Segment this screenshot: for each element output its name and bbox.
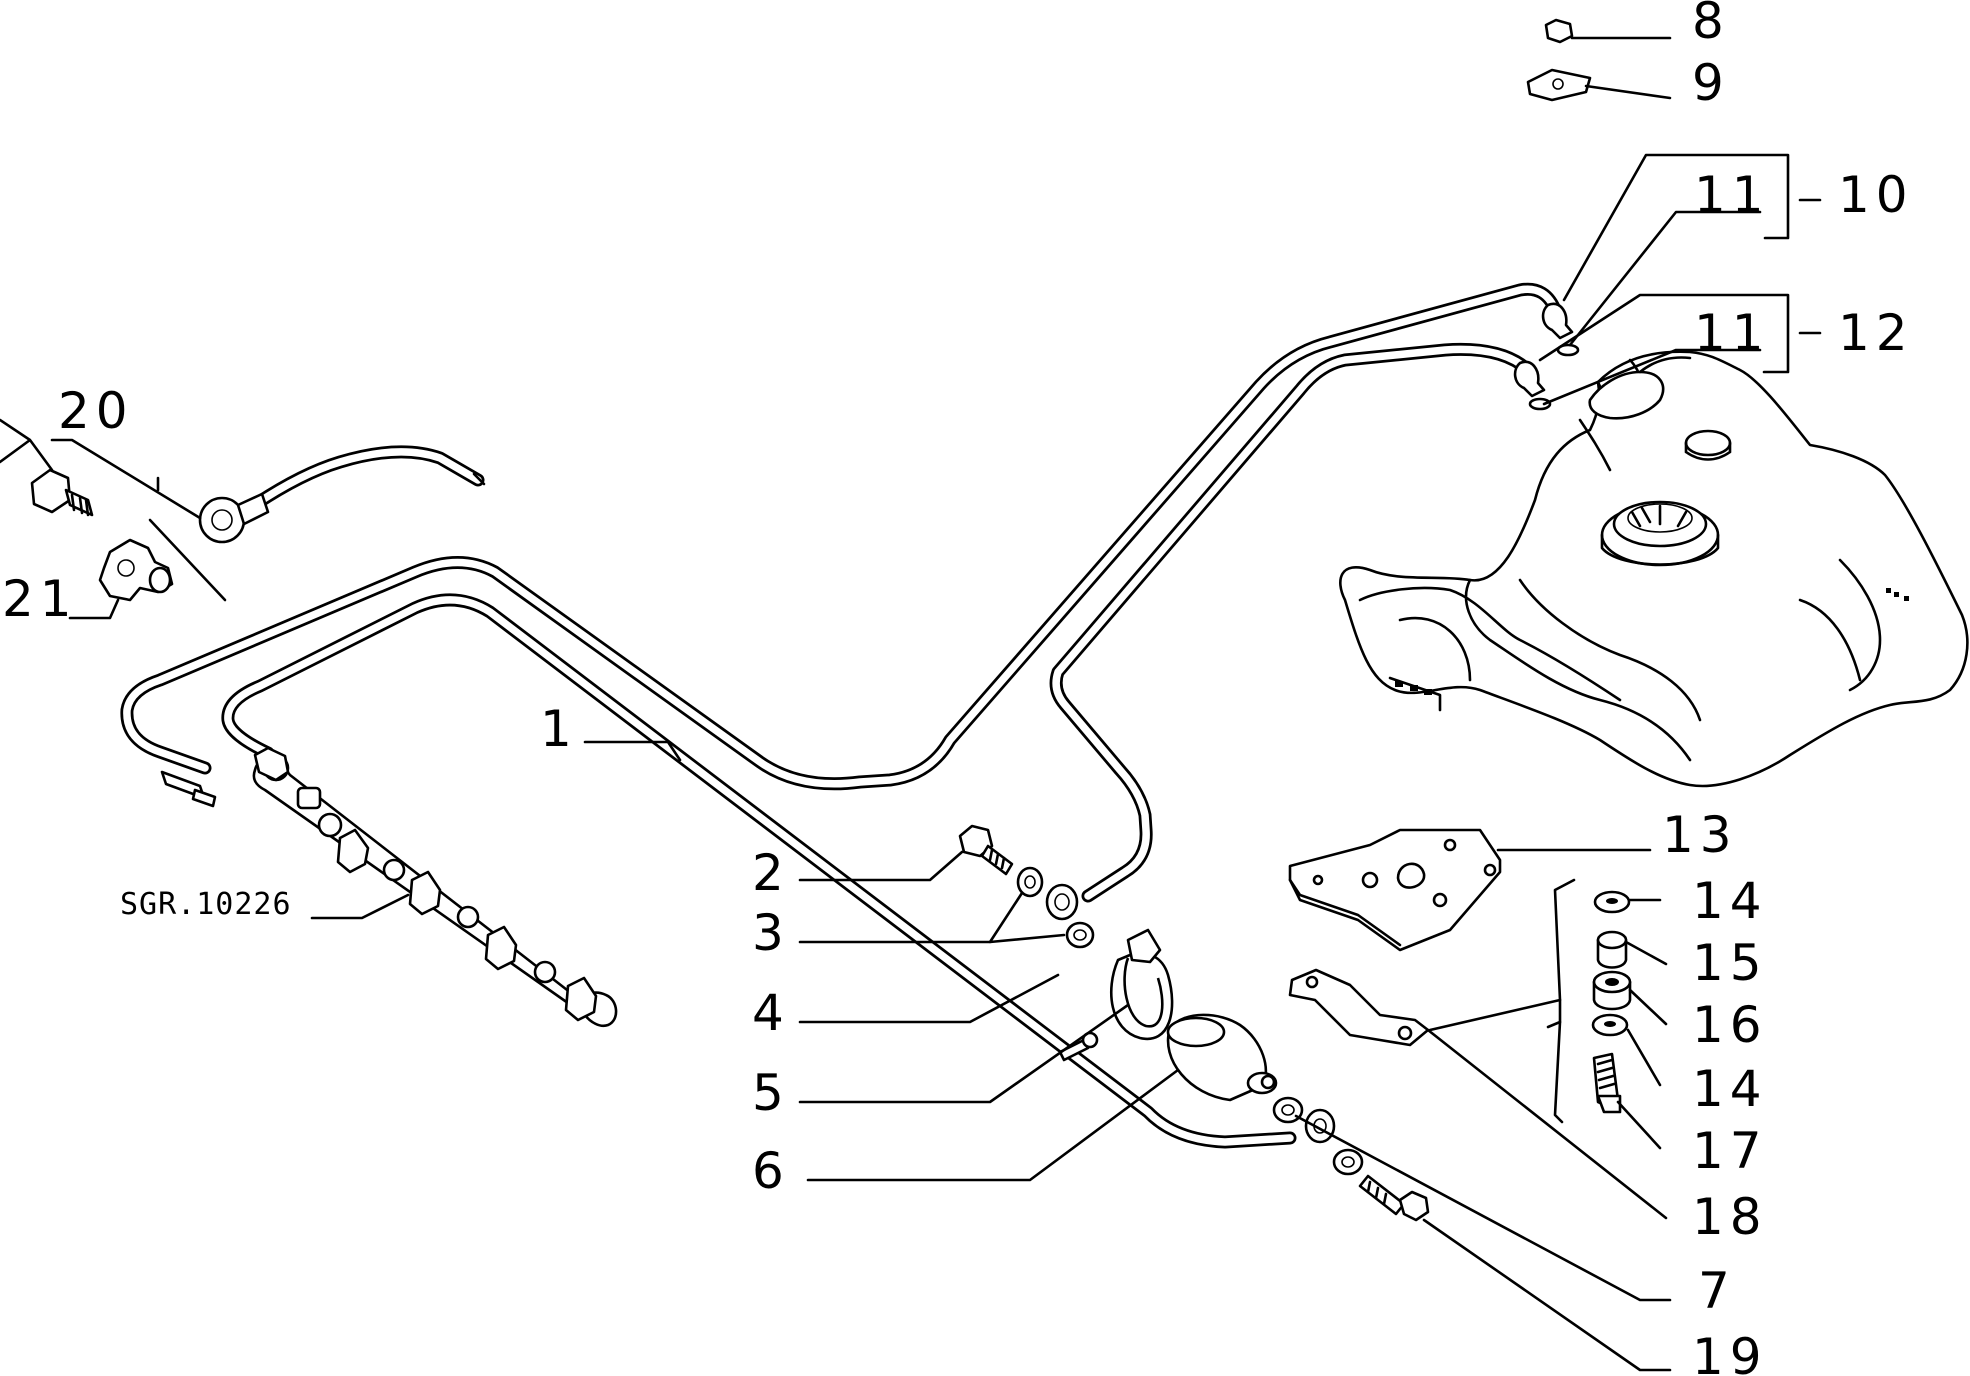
callout-2: 2 [752, 844, 790, 902]
callout-13: 13 [1662, 806, 1738, 864]
clip-part-9 [1526, 68, 1592, 102]
leader-lines [0, 36, 1822, 1372]
callout-8: 8 [1692, 0, 1730, 50]
pipe-end-fitting [160, 770, 217, 808]
clip-part-21 [98, 538, 174, 602]
callout-16: 16 [1692, 996, 1768, 1054]
pipe-elbows [1513, 302, 1580, 411]
callout-5: 5 [752, 1064, 790, 1122]
fuel-rail [252, 746, 618, 1028]
callout-19: 19 [1692, 1328, 1768, 1376]
callout-14a: 14 [1692, 872, 1768, 930]
callout-9: 9 [1692, 54, 1730, 112]
mounting-hardware-stack [1591, 890, 1632, 1114]
fuel-pipes [120, 282, 1563, 1149]
banjo-bolt-part-20 [30, 468, 270, 544]
callout-11b: 11 [1694, 304, 1770, 362]
reference-code: SGR.10226 [120, 887, 292, 922]
callout-20: 20 [58, 382, 134, 440]
callout-18: 18 [1692, 1188, 1768, 1246]
fuel-filter-part-6 [1166, 1013, 1364, 1176]
callout-10: 10 [1838, 166, 1914, 224]
callout-7: 7 [1698, 1262, 1736, 1320]
callout-3: 3 [752, 904, 790, 962]
callout-17: 17 [1692, 1122, 1768, 1180]
nut-part-8 [1544, 18, 1574, 44]
banjo-fitting [1045, 883, 1079, 921]
fuel-tank [1339, 350, 1969, 788]
bracket-part-13 [1288, 828, 1502, 952]
callout-11a: 11 [1694, 166, 1770, 224]
clamp-part-5 [1109, 928, 1174, 1041]
callout-15: 15 [1692, 934, 1768, 992]
callout-12: 12 [1838, 304, 1914, 362]
callout-6: 6 [752, 1142, 790, 1200]
callout-14b: 14 [1692, 1060, 1768, 1118]
screw-part-4 [1058, 1031, 1099, 1062]
callout-1: 1 [540, 700, 578, 758]
callout-labels: 1 2 3 4 5 6 7 8 9 10 11 11 12 13 14 15 1… [2, 0, 1914, 1376]
bolt-part-19 [1358, 1174, 1430, 1222]
bolt-part-2 [958, 824, 1014, 876]
callout-21: 21 [2, 570, 78, 628]
bracket-part-18 [1288, 968, 1430, 1047]
washer-part-3 [1016, 866, 1095, 949]
callout-4: 4 [752, 984, 790, 1042]
